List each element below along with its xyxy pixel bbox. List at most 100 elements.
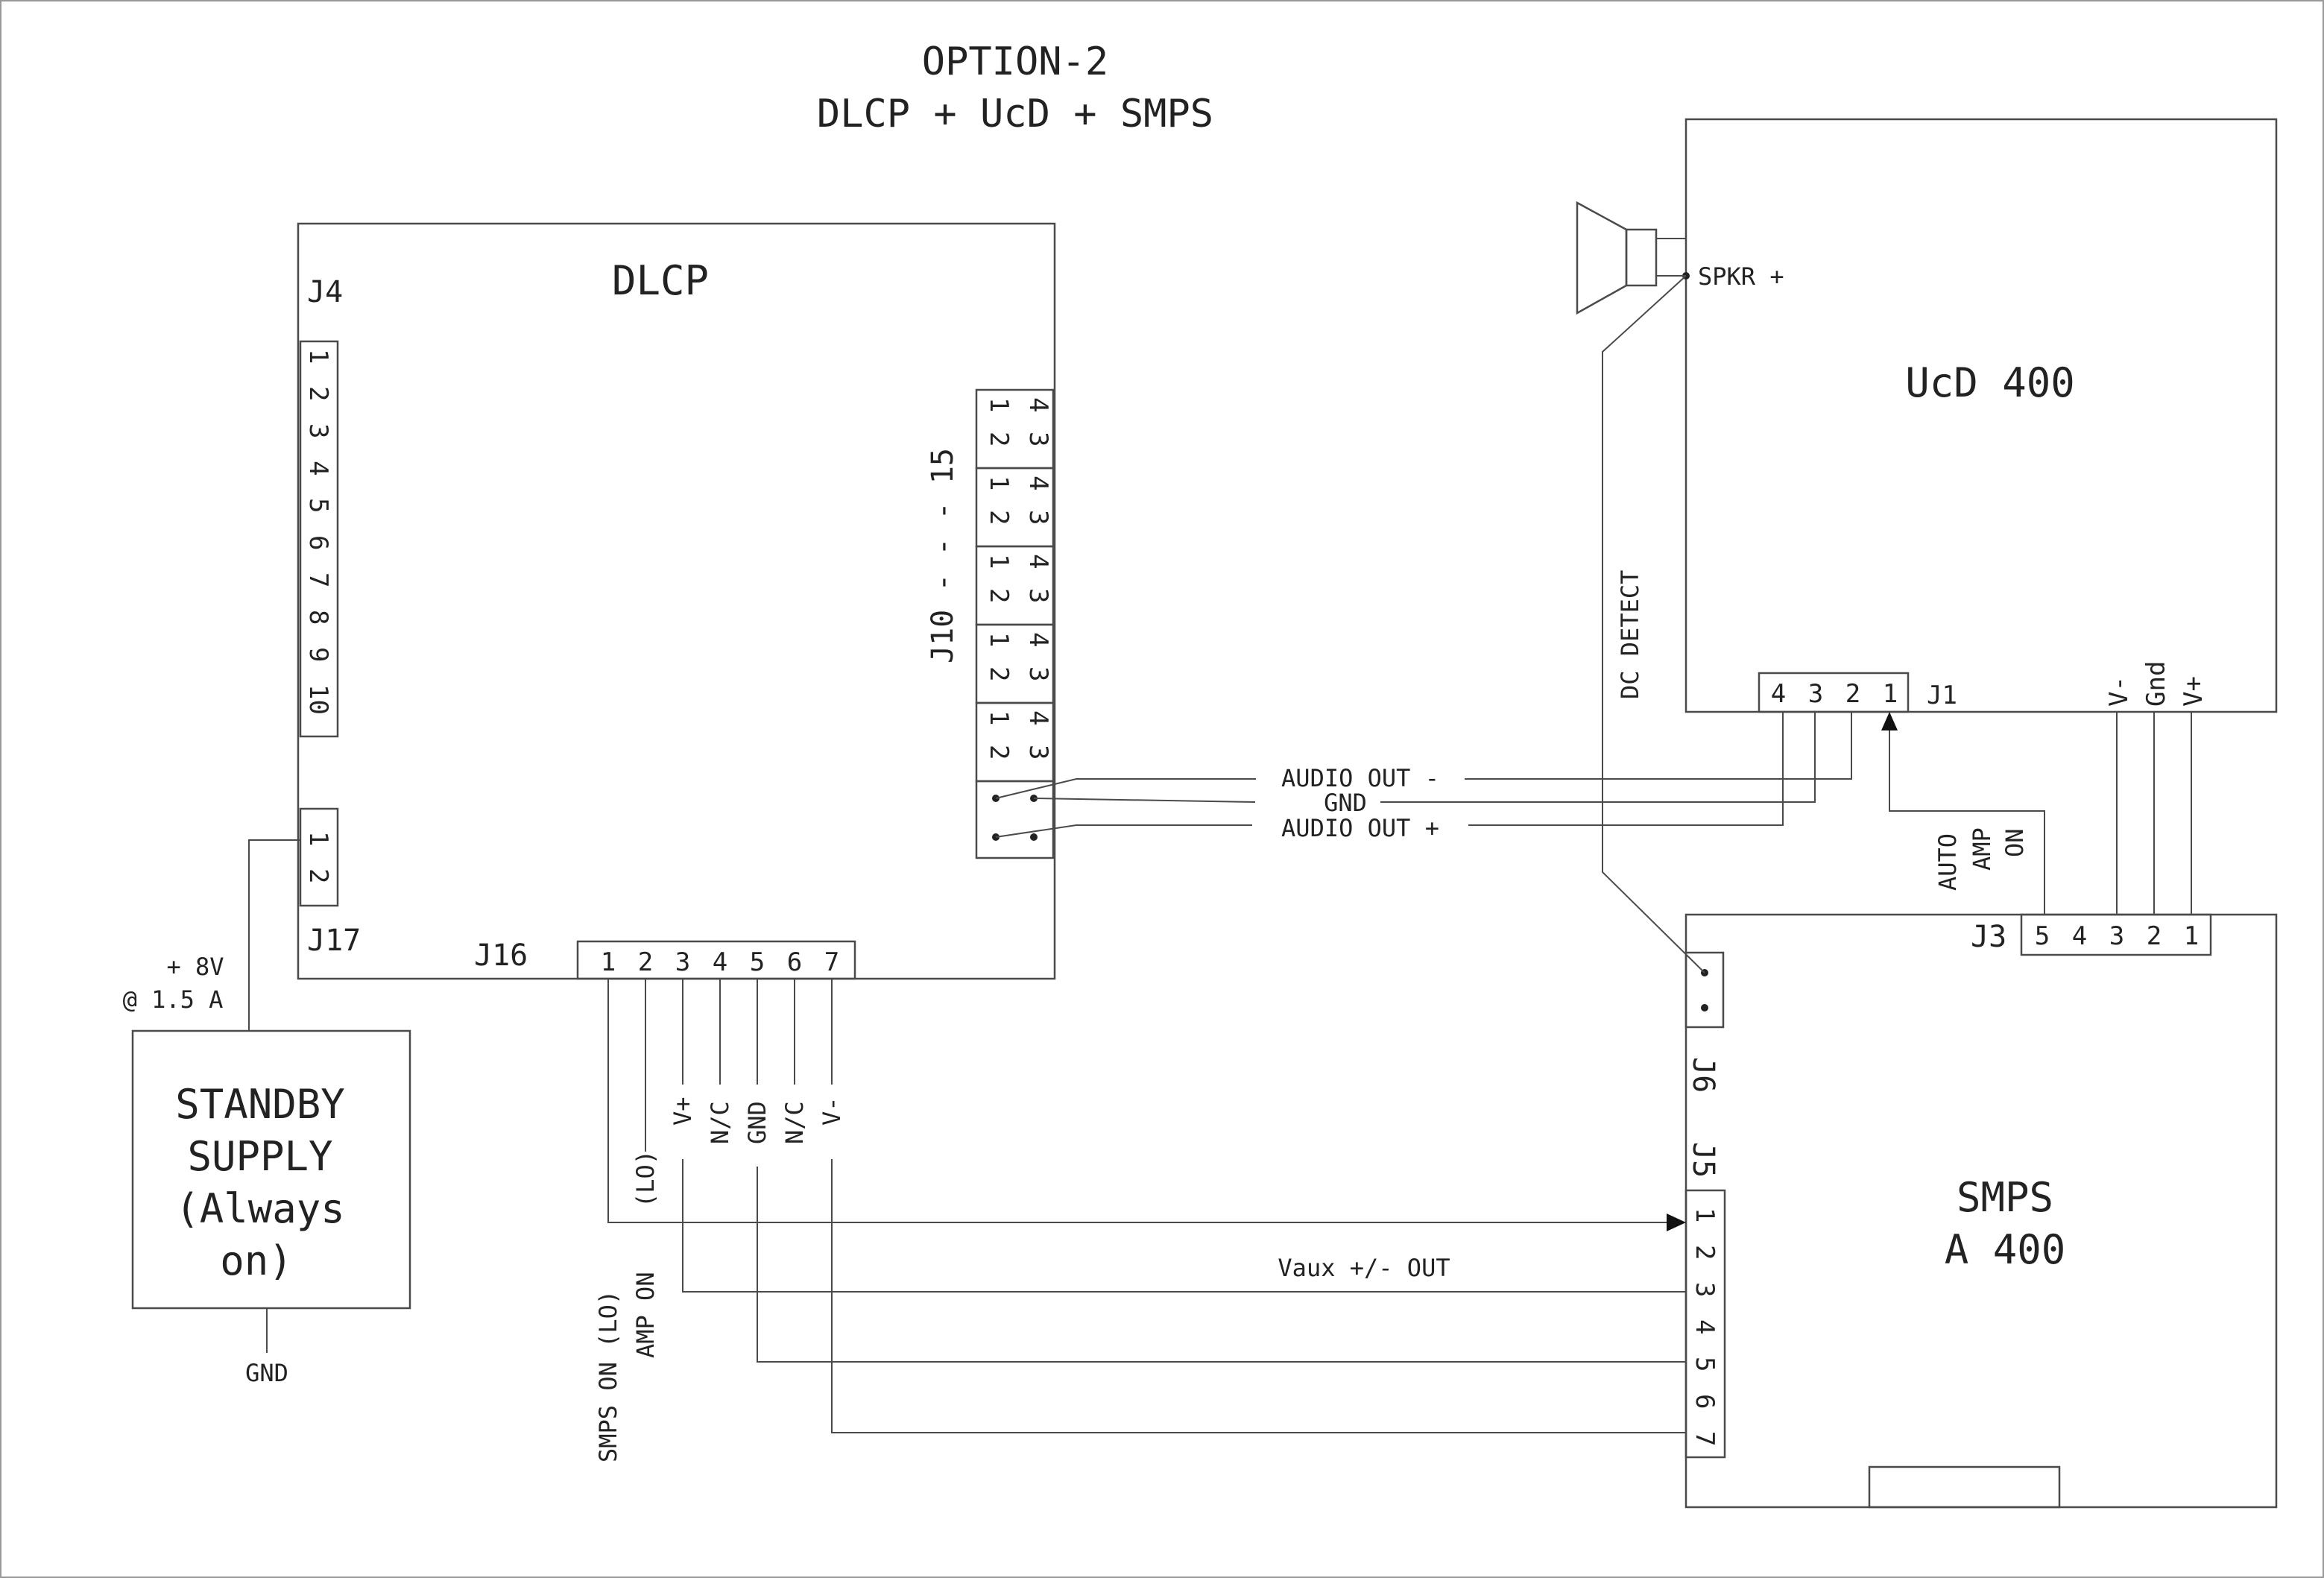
j5-connector	[1684, 1189, 1726, 1459]
j17-pin: 1	[303, 831, 333, 846]
speaker-icon	[1576, 201, 1686, 315]
j16-connector	[576, 940, 856, 980]
amp-on-label: AMP ON	[631, 1272, 660, 1358]
ucd-vminus-label: V-	[2104, 676, 2134, 707]
j4-pin: 7	[303, 572, 333, 587]
standby-supply: STANDBY SUPPLY (Always on) + 8V @ 1.5 A …	[123, 953, 411, 1387]
dlcp-title: DLCP	[612, 257, 709, 304]
j16-pin: 3	[675, 947, 690, 977]
wire-audio-minus-b	[1465, 712, 1852, 780]
j4-pin: 2	[303, 386, 333, 401]
j12-pin: 4	[1023, 554, 1053, 569]
j13-pin: 3	[1023, 666, 1053, 681]
j5-pin: 5	[1690, 1357, 1720, 1372]
dlcp-board: DLCP J4 1 2 3 4 5 6 7 8 9 10 1 2 J17 J16…	[297, 222, 1056, 980]
j5-pin: 2	[1690, 1245, 1720, 1260]
j10-label: J10 - - - 15	[926, 448, 960, 663]
j3-pin: 1	[2184, 921, 2199, 951]
j5-pin: 4	[1690, 1319, 1720, 1334]
smps-board: SMPS A 400 J3 5 4 3 2 1 J6 J5 1 2 3 4 5 …	[1684, 913, 2278, 1509]
j16-label: J16	[474, 938, 528, 973]
j4-pins: 1 2 3 4 5 6 7 8 9 10	[303, 349, 333, 715]
gnd-label: GND	[1324, 789, 1367, 817]
j17-label: J17	[307, 924, 361, 958]
j4-pin: 4	[303, 461, 333, 476]
j10-pin: 3	[1023, 432, 1053, 446]
wire-auto-amp-on	[1889, 727, 2045, 915]
j16-vminus-label: V-	[818, 1096, 846, 1126]
ucd-vplus-label: V+	[2179, 676, 2208, 707]
j15-connector	[975, 780, 1055, 859]
j4-pin: 10	[303, 684, 333, 715]
j6-dot	[1701, 1004, 1708, 1012]
j16-pins: 1 2 3 4 5 6 7	[601, 947, 839, 977]
ucd-title: UcD 400	[1905, 359, 2075, 406]
j3-pin: 4	[2072, 921, 2087, 951]
j3-label: J3	[1971, 920, 2006, 954]
j16-vplus-label: V+	[669, 1096, 697, 1126]
arrow-j5-pin1	[1667, 1214, 1686, 1231]
vaux-label: Vaux +/- OUT	[1278, 1254, 1450, 1282]
smps-heatsink-tab	[1868, 1465, 2061, 1509]
standby-line4: on)	[220, 1237, 293, 1284]
j10-pin: 4	[1023, 397, 1053, 412]
j10-pin: 2	[984, 432, 1014, 446]
standby-rating-line2: @ 1.5 A	[123, 985, 224, 1014]
arrow-j1-pin1	[1881, 712, 1898, 730]
ucd-gnd-label: Gnd	[2141, 661, 2171, 707]
wires	[248, 275, 2192, 1433]
wire-gnd-b	[1380, 712, 1816, 803]
ucd-board: UcD 400 SPKR + 4 3 2 1 J1 V- Gnd V+	[1682, 118, 2278, 713]
standby-line2: SUPPLY	[187, 1133, 332, 1180]
j3-pin: 3	[2109, 921, 2124, 951]
j11-pin: 4	[1023, 476, 1053, 490]
j11-pin: 1	[984, 476, 1014, 490]
j5-pin: 6	[1690, 1394, 1720, 1409]
title-line2: DLCP + UcD + SMPS	[817, 92, 1213, 136]
wire-vminus-bottom	[831, 1159, 1686, 1433]
j5-pin: 7	[1690, 1431, 1720, 1446]
ucd-outline	[1684, 118, 2278, 713]
j1-pin: 4	[1771, 679, 1786, 709]
standby-line3: (Always	[175, 1185, 345, 1232]
j1-connector	[1758, 672, 1910, 713]
j16-gnd-label: GND	[743, 1101, 771, 1144]
j14-pin: 2	[984, 745, 1014, 760]
j11-pin: 3	[1023, 510, 1053, 525]
j3-pin: 5	[2035, 921, 2050, 951]
dc-detect-label: DC DETECT	[1616, 570, 1644, 699]
j13-pin: 4	[1023, 632, 1053, 647]
standby-outline	[131, 1029, 411, 1310]
j12-pin: 1	[984, 554, 1014, 569]
wire-gnd-bottom	[757, 1167, 1686, 1363]
j16-pin: 7	[824, 947, 839, 977]
j4-pin: 6	[303, 535, 333, 550]
j4-pin: 3	[303, 423, 333, 438]
j4-pin: 1	[303, 349, 333, 364]
j6-label: J6	[1686, 1057, 1720, 1093]
j16-nc1-label: N/C	[706, 1101, 734, 1144]
wire-smps-on	[607, 979, 1668, 1223]
smps-title-line2: A 400	[1945, 1226, 2066, 1273]
j6-connector	[1684, 951, 1725, 1029]
j14-pin: 4	[1023, 710, 1053, 725]
auto-label: AUTO	[1933, 833, 1962, 891]
lo-label: (LO)	[631, 1150, 660, 1208]
j10-connectors: 1 2 4 3 1 2 4 3 1 2 4 3 1 2 4 3 1 2 4 3	[975, 388, 1055, 859]
j16-pin: 5	[750, 947, 765, 977]
wire-audio-plus-b	[1468, 712, 1784, 826]
audio-plus-label: AUDIO OUT +	[1281, 814, 1439, 842]
on-label: ON	[2001, 828, 2029, 857]
j1-pin: 3	[1808, 679, 1823, 709]
j12-pin: 2	[984, 588, 1014, 603]
standby-rating-line1: + 8V	[166, 953, 224, 981]
j1-pin: 1	[1883, 679, 1898, 709]
spkr-label: SPKR +	[1698, 262, 1784, 291]
standby-gnd-label: GND	[245, 1359, 288, 1387]
j14-pin: 3	[1023, 745, 1053, 760]
j4-pin: 5	[303, 498, 333, 513]
j4-connector	[299, 340, 339, 738]
title-line1: OPTION-2	[922, 40, 1108, 84]
wire-standby-8v	[248, 839, 300, 1031]
